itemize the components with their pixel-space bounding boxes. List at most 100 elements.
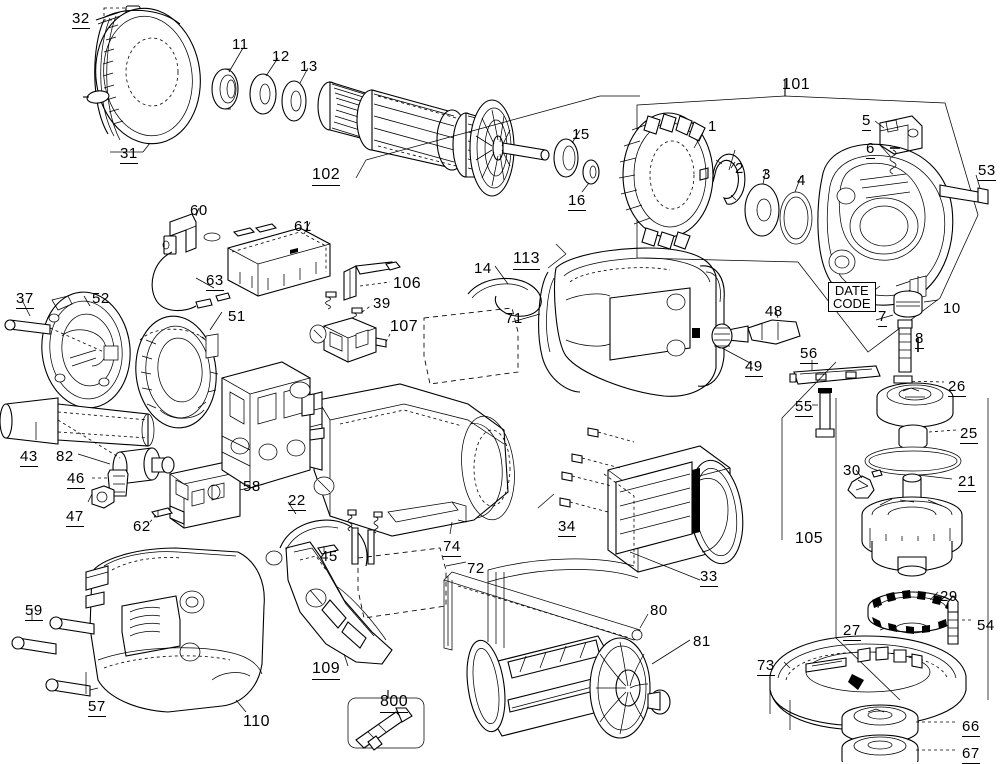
callout-14: 14 <box>474 260 492 277</box>
leader-4 <box>794 175 802 193</box>
part-72-nameplate <box>357 547 447 619</box>
leader-2 <box>728 149 736 171</box>
leader-57 <box>89 687 99 691</box>
callout-113: 113 <box>513 250 541 270</box>
part-71-label <box>423 307 519 385</box>
leader-31 <box>142 142 151 153</box>
callout-105: 105 <box>795 530 824 547</box>
callout-37: 37 <box>16 290 34 309</box>
leader-106 <box>359 281 391 287</box>
callout-33: 33 <box>700 568 718 587</box>
callout-57: 57 <box>88 698 106 717</box>
callout-53: 53 <box>978 162 996 181</box>
part-60-bracket <box>162 213 197 255</box>
part-55-bolt <box>815 388 835 438</box>
leader-12 <box>265 57 279 77</box>
part-22-gasket <box>265 519 368 567</box>
part-51-baffle <box>135 315 219 429</box>
gear-case <box>817 143 954 306</box>
callout-6: 6 <box>866 140 875 159</box>
leader-51 <box>209 311 223 331</box>
leader-3 <box>762 169 767 185</box>
part-25-spacer <box>898 424 928 450</box>
callout-7: 7 <box>878 308 887 327</box>
gear-case-center <box>553 247 725 397</box>
leader-7 <box>875 314 894 321</box>
springs-center <box>347 509 383 565</box>
part-43-handle <box>0 397 155 447</box>
callout-16: 16 <box>568 192 586 211</box>
leader-15 <box>571 129 581 144</box>
leader-39 <box>361 304 373 313</box>
housing-left-detail <box>221 361 335 496</box>
leader-21 <box>917 474 953 480</box>
callout-10: 10 <box>943 300 961 317</box>
callout-46: 46 <box>67 470 85 489</box>
leader-52 <box>83 295 91 307</box>
callout-107: 107 <box>390 318 419 335</box>
callout-39: 39 <box>373 295 391 312</box>
date-code-box: DATE CODE <box>828 282 876 312</box>
part-37-screw <box>4 319 105 353</box>
callout-109: 109 <box>312 660 341 680</box>
part-106-lever <box>343 261 401 301</box>
date-code-line2: CODE <box>833 296 871 311</box>
callout-80: 80 <box>650 602 668 619</box>
leader-22 <box>287 501 297 515</box>
leader-71 <box>511 313 541 323</box>
hose-72 <box>487 558 639 648</box>
leader-81 <box>651 639 691 665</box>
callout-45: 45 <box>320 548 338 565</box>
callout-101: 101 <box>782 76 811 93</box>
callout-72: 72 <box>467 560 485 577</box>
callout-21: 21 <box>958 473 976 492</box>
part-12-washer <box>249 73 277 115</box>
leader-61 <box>303 221 311 235</box>
leader-63 <box>195 277 215 289</box>
part-6-spring <box>889 147 900 175</box>
leader-6 <box>879 144 891 157</box>
callout-13: 13 <box>300 58 318 75</box>
part-61-module <box>203 223 331 297</box>
leader-5 <box>874 120 885 129</box>
callout-22: 22 <box>288 492 306 511</box>
part-31-cover <box>83 7 201 145</box>
callout-4: 4 <box>797 172 806 189</box>
leader-82 <box>77 453 111 465</box>
leader-29 <box>929 591 939 601</box>
part-26-key <box>893 375 913 384</box>
leader-48 <box>774 307 779 319</box>
leader-1 <box>693 131 704 149</box>
part-47-nut <box>91 485 115 509</box>
leader-107 <box>385 329 393 343</box>
leader-49 <box>721 347 753 365</box>
part-107-switch <box>309 317 387 363</box>
part-102-armature <box>317 81 550 197</box>
callout-54: 54 <box>977 617 995 634</box>
callout-56: 56 <box>800 345 818 364</box>
leader-113-a <box>547 253 567 269</box>
part-59-screws <box>11 616 95 655</box>
part-74-label <box>387 501 467 523</box>
callout-43: 43 <box>20 448 38 467</box>
leader-14 <box>494 265 509 285</box>
part-15-bearing <box>553 138 579 178</box>
leader-11 <box>228 47 244 73</box>
part-29-bearing <box>867 590 957 634</box>
part-26-gear <box>876 382 954 428</box>
leader-47 <box>87 493 93 503</box>
gear-case-left-arm <box>538 271 581 393</box>
leader-25 <box>928 429 957 433</box>
part-82-grip <box>57 419 175 485</box>
leader-10 <box>923 299 939 303</box>
leader-30 <box>855 469 863 479</box>
leader-109 <box>343 653 349 667</box>
part-4-oring <box>779 191 813 245</box>
callout-71: 71 <box>505 310 523 327</box>
callout-51: 51 <box>228 308 246 325</box>
callout-26: 26 <box>948 378 966 397</box>
leader-53 <box>975 174 981 189</box>
leader-62 <box>149 514 157 523</box>
part-109-trigger <box>285 541 393 665</box>
